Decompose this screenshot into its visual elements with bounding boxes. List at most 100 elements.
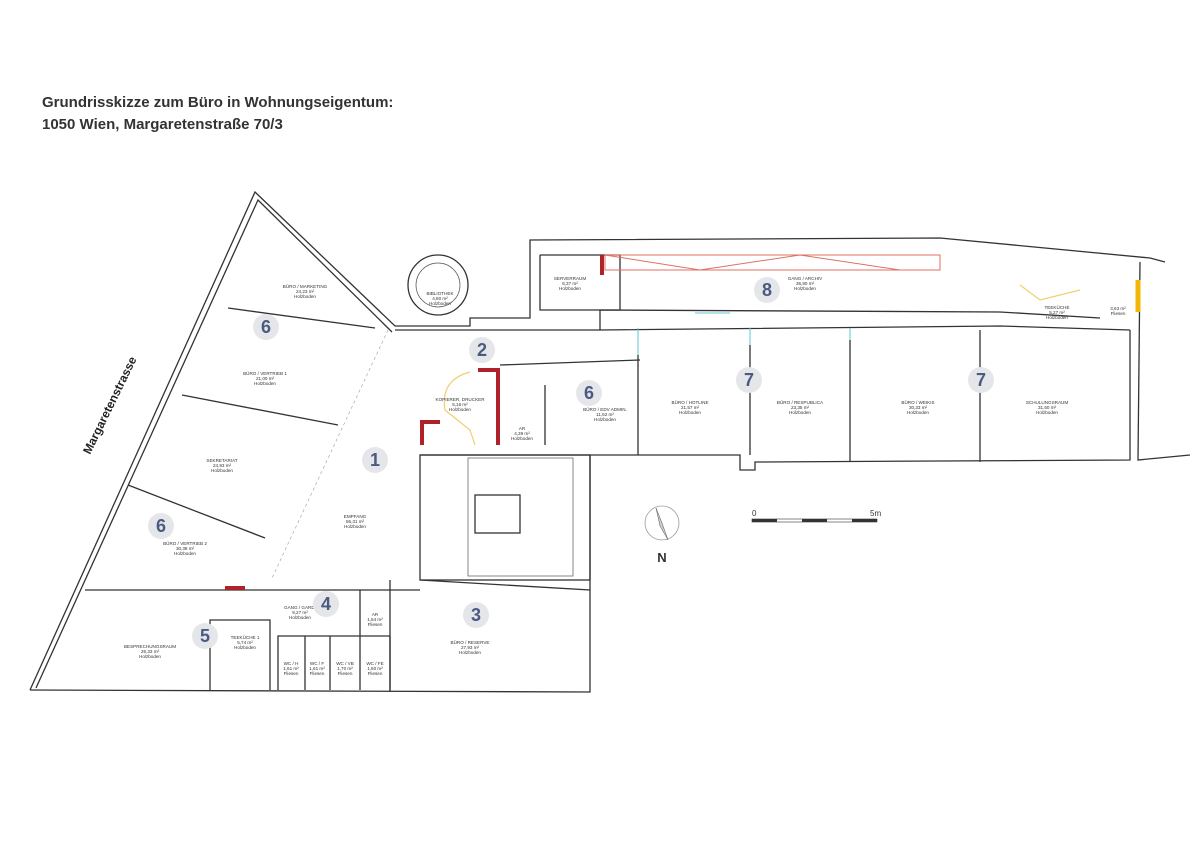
room-area: 6,37 m² [562,281,578,286]
svg-text:7: 7 [744,370,754,390]
room-floor: Holzboden [459,650,481,655]
room-area: 21,57 m² [681,405,700,410]
room-name: WC / F [310,661,324,666]
title-line-1: Grundrisskizze zum Büro in Wohnungseigen… [42,94,394,111]
room-name: BÜRO / RESPUBLICA [777,399,824,405]
room-name: TEEKÜCHE [1044,304,1069,310]
room-area: 5,16 m² [452,402,468,407]
zone-badge: 1 [362,447,388,473]
room-floor: Holzboden [1036,410,1058,415]
room-floor: Fliesen [284,671,299,676]
zone-badge: 4 [313,591,339,617]
room-name: BÜRO / EDV ADMIN. [583,406,627,412]
room-floor: Holzboden [1046,315,1068,320]
svg-text:4: 4 [321,594,331,614]
room-floor: Fliesen [338,671,353,676]
room-name: SEKRETARIAT [206,458,237,463]
room-floor: Fliesen [310,671,325,676]
zone-badge: 7 [968,367,994,393]
room-area: 4,39 m² [514,431,530,436]
north-label: N [657,550,666,565]
room-name: WC / VB [336,661,354,666]
room-area: 24,93 m² [213,463,232,468]
room-floor: Holzboden [907,410,929,415]
street-label: Margaretenstrasse [80,354,140,456]
room-floor: Holzboden [449,407,471,412]
new-walls [225,254,1141,590]
room-floor: Holzboden [254,381,276,386]
room-area: 5,27 m² [1049,310,1065,315]
removed-walls [443,284,1081,446]
room-area: 1,60 m² [367,666,383,671]
room-floor: Holzboden [679,410,701,415]
room-area: 23,35 m² [791,405,810,410]
room-floor: Holzboden [139,654,161,659]
zone-badge: 6 [148,513,174,539]
room-area: 1,70 m² [337,666,353,671]
room-floor: Fliesen [1111,311,1126,316]
zone-badge: 7 [736,367,762,393]
room-floor: Holzboden [234,645,256,650]
scale-end: 5m [870,509,881,518]
room-floor: Holzboden [344,524,366,529]
room-name: BÜRO / VERTRIEB 1 [243,370,287,376]
room-floor: Holzboden [511,436,533,441]
room-name: WC / H [284,661,299,666]
room-area: 1,64 m² [367,617,383,622]
svg-text:5: 5 [200,626,210,646]
room-area: 30,33 m² [909,405,928,410]
room-name: AR [519,426,526,431]
room-name: SCHULUNGSRAUM [1026,400,1069,405]
svg-text:3: 3 [471,605,481,625]
scale-bar: 0 5m [751,509,881,523]
room-name: GANG / GARD. [284,605,316,610]
room-area: 36,80 m² [796,281,815,286]
room-name: KOPIERER, DRUCKER [435,397,485,402]
title-line-2: 1050 Wien, Margaretenstraße 70/3 [42,116,283,133]
room-name: BÜRO / VERTRIEB 2 [163,540,207,546]
scale-start: 0 [752,509,757,518]
room-area: 1,61 m² [283,666,299,671]
svg-text:1: 1 [370,450,380,470]
zone-badge: 6 [253,314,279,340]
room-name: TEEKÜCHE 1 [231,634,260,640]
room-name: SERVERRAUM [554,276,587,281]
room-area: 11,62 m² [596,412,614,417]
room-floor: Holzboden [289,615,311,620]
room-name: WC / FE [366,661,383,666]
north-arrow: N [644,505,680,565]
room-name: BESPRECHUNGSRAUM [124,644,176,649]
room-floor: Holzboden [794,286,816,291]
room-name: BÜRO / MARKETING [283,283,328,289]
room-floor: Holzboden [594,417,616,422]
zone-badge: 5 [192,623,218,649]
zone-badge: 8 [754,277,780,303]
svg-text:6: 6 [156,516,166,536]
room-floor: Holzboden [211,468,233,473]
room-floor: Holzboden [429,301,451,306]
